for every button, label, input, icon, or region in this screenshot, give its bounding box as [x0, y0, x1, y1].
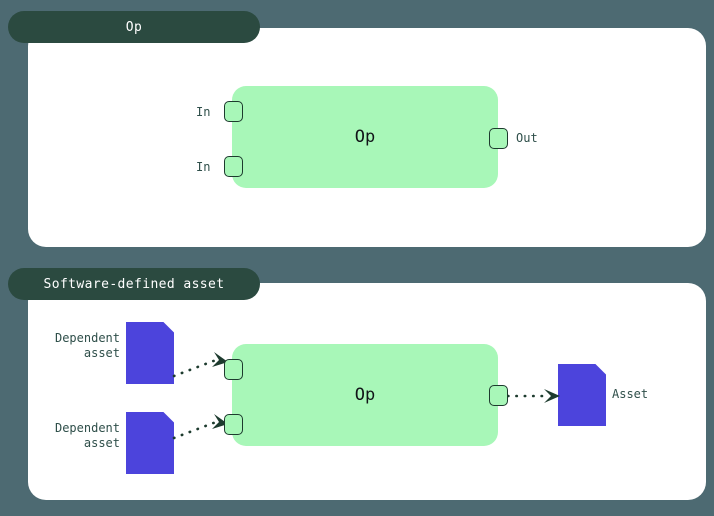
panel-tab-software-defined-asset[interactable]: Software-defined asset — [8, 268, 260, 300]
port-square-icon[interactable] — [224, 101, 243, 122]
dependent-asset-label-1: Dependent asset — [54, 331, 120, 360]
asset-document-icon[interactable] — [558, 364, 606, 426]
input-port-label-2: In — [196, 160, 211, 174]
input-port-label-1: In — [196, 105, 211, 119]
op-node-label: Op — [354, 127, 376, 147]
op-node-asset[interactable]: Op — [232, 344, 498, 446]
port-square-icon[interactable] — [224, 414, 243, 435]
port-square-icon[interactable] — [489, 385, 508, 406]
asset-document-icon[interactable] — [126, 412, 174, 474]
port-square-icon[interactable] — [224, 156, 243, 177]
op-node-label: Op — [354, 385, 376, 405]
dependent-asset-label-2: Dependent asset — [54, 421, 120, 450]
panel-tab-op[interactable]: Op — [8, 11, 260, 43]
asset-document-icon[interactable] — [126, 322, 174, 384]
connector-arrow-3 — [506, 389, 560, 403]
panel-tab-op-label: Op — [125, 19, 143, 35]
port-square-icon[interactable] — [489, 128, 508, 149]
port-square-icon[interactable] — [224, 359, 243, 380]
panel-tab-sda-label: Software-defined asset — [43, 276, 225, 292]
output-port-label: Out — [516, 131, 538, 145]
op-node-basic[interactable]: Op — [232, 86, 498, 188]
asset-label: Asset — [612, 387, 649, 401]
